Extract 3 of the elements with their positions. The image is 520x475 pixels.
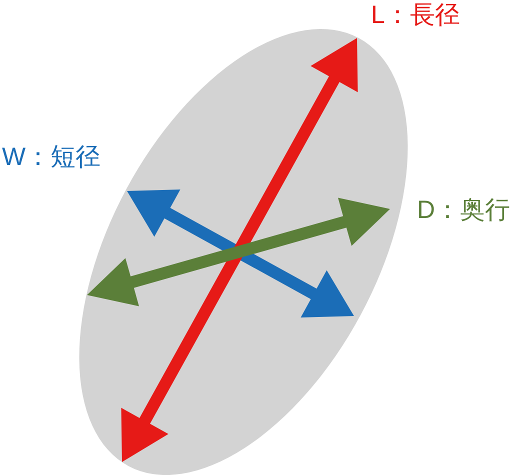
axis-label: L：長径 bbox=[371, 3, 460, 28]
axis-label: D：奥行 bbox=[417, 198, 510, 223]
axis-label: W：短径 bbox=[2, 145, 101, 170]
